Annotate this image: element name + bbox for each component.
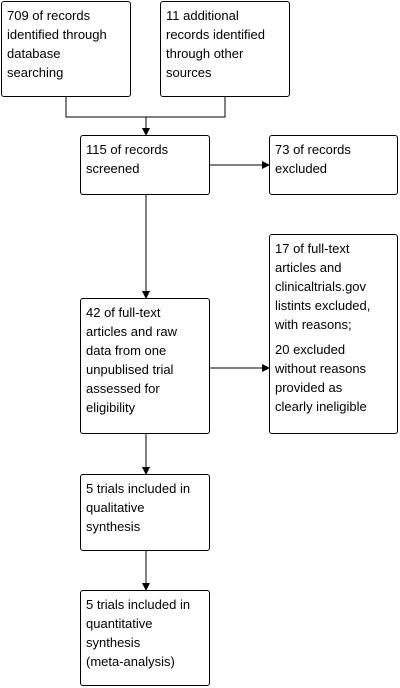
- full-text-excluded-box: 17 of full-text articles and clinicaltri…: [269, 234, 398, 434]
- merge-line: [65, 97, 226, 118]
- excluded-text: 73 of records excluded: [275, 142, 351, 176]
- quantitative-synthesis-box: 5 trials included in quantitative synthe…: [80, 590, 210, 686]
- excluded-box: 73 of records excluded: [269, 135, 398, 195]
- screened-box: 115 of records screened: [80, 135, 210, 195]
- screened-text: 115 of records screened: [86, 142, 169, 176]
- qualitative-synthesis-text: 5 trials included in qualitative synthes…: [86, 481, 191, 534]
- quantitative-synthesis-text: 5 trials included in quantitative synthe…: [86, 597, 191, 669]
- full-text-excluded-reason-2: 20 excluded without reasons provided as …: [275, 342, 367, 414]
- full-text-excluded-reason-1: 17 of full-text articles and clinicaltri…: [275, 241, 371, 332]
- full-text-assessed-text: 42 of full-text articles and raw data fr…: [86, 305, 178, 415]
- database-records-box: 709 of records identified through databa…: [1, 1, 131, 97]
- other-records-text: 11 additional records identified through…: [166, 8, 265, 80]
- qualitative-synthesis-box: 5 trials included in qualitative synthes…: [80, 474, 210, 551]
- full-text-assessed-box: 42 of full-text articles and raw data fr…: [80, 298, 210, 434]
- database-records-text: 709 of records identified through databa…: [7, 8, 107, 80]
- other-records-box: 11 additional records identified through…: [160, 1, 290, 97]
